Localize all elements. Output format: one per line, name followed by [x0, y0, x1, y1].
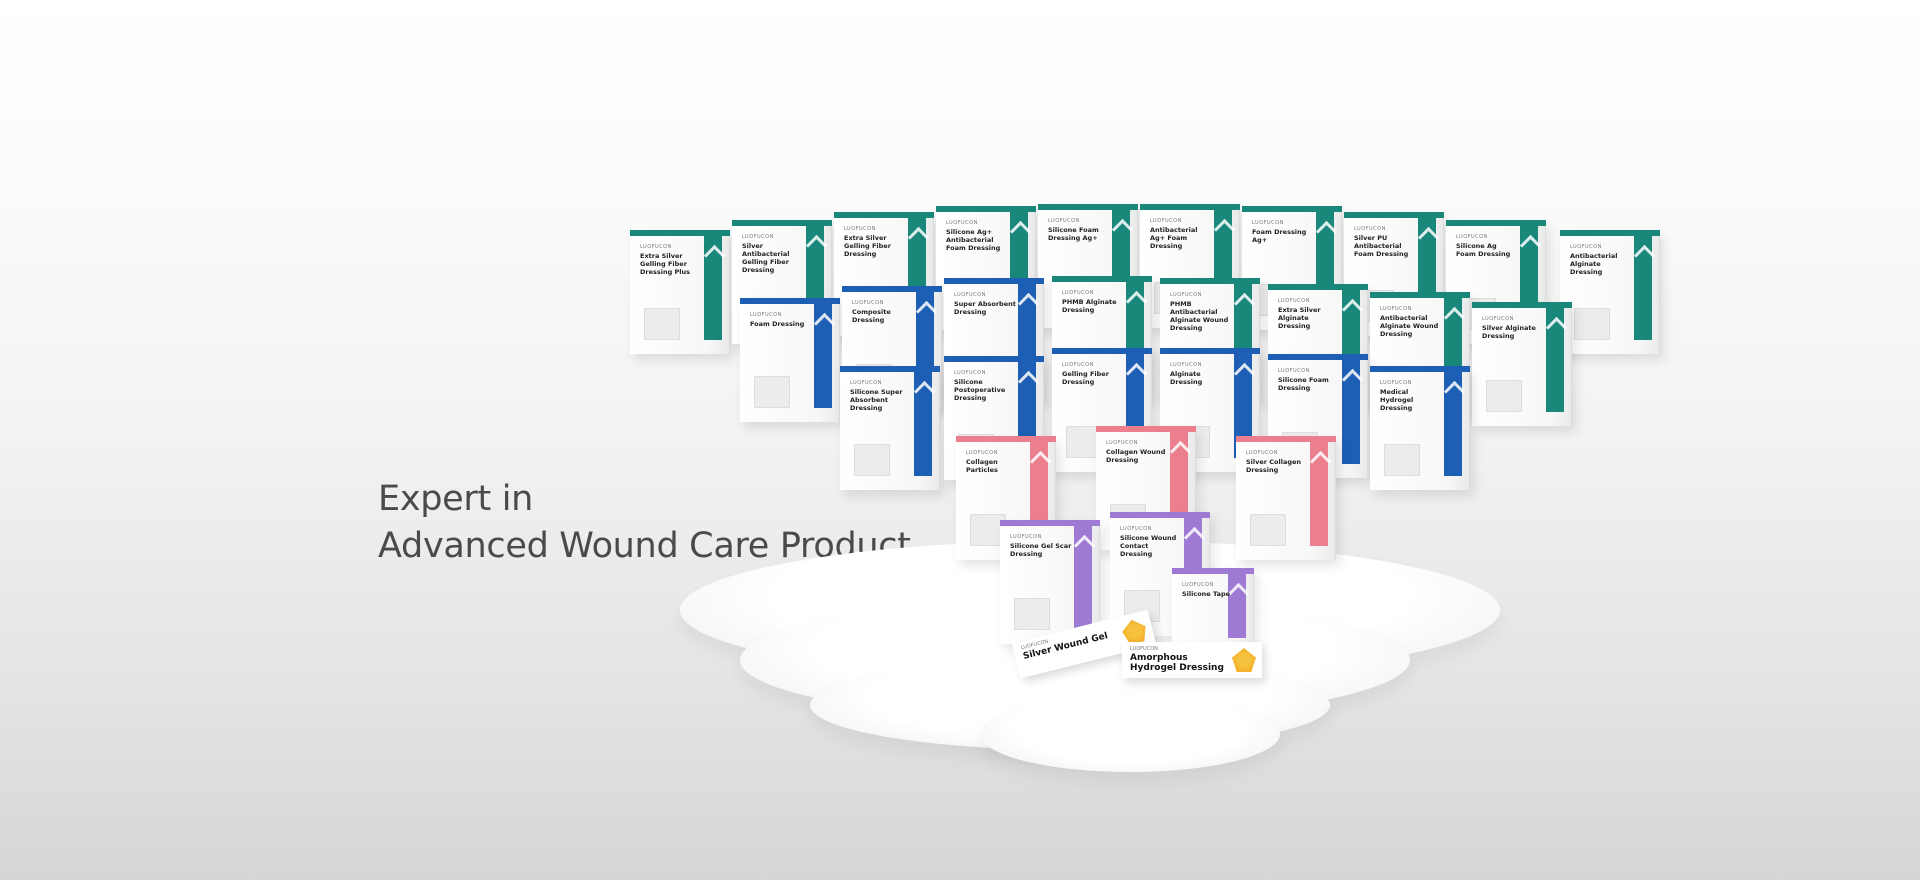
product-name: Silicone Postoperative Dressing [954, 378, 1006, 402]
product-name: PHMB Antibacterial Alginate Wound Dressi… [1170, 300, 1229, 332]
product-name: Silicone Tape [1182, 590, 1231, 598]
product-name: Silicone Foam Dressing Ag+ [1048, 226, 1099, 242]
product-box: LUOFUCON Silver Collagen Dressing [1236, 436, 1336, 560]
product-name: Medical Hydrogel Dressing [1380, 388, 1414, 412]
product-name: Composite Dressing [852, 308, 891, 324]
product-name: Silicone Gel Scar Dressing [1010, 542, 1072, 558]
product-name: Extra Silver Gelling Fiber Dressing [844, 234, 891, 258]
product-name: Antibacterial Alginate Dressing [1570, 252, 1618, 276]
product-box: LUOFUCON Medical Hydrogel Dressing [1370, 366, 1470, 490]
product-box: LUOFUCON Silicone Gel Scar Dressing [1000, 520, 1100, 644]
headline-line-1: Expert in [378, 479, 534, 519]
product-name: Gelling Fiber Dressing [1062, 370, 1109, 386]
product-box: LUOFUCON Extra Silver Gelling Fiber Dres… [630, 230, 730, 354]
product-name: Foam Dressing Ag+ [1252, 228, 1307, 244]
product-name: Silicone Ag Foam Dressing [1456, 242, 1511, 258]
product-name: Silicone Foam Dressing [1278, 376, 1329, 392]
product-name: Extra Silver Alginate Dressing [1278, 306, 1321, 330]
product-showcase-image: LUOFUCON Extra Silver Gelling Fiber Dres… [620, 190, 1700, 772]
product-name: Silver Collagen Dressing [1246, 458, 1302, 474]
product-name: Silicone Ag+ Antibacterial Foam Dressing [946, 228, 1001, 252]
product-tube: LUOFUCON Amorphous Hydrogel Dressing [1122, 642, 1262, 678]
product-name: PHMB Alginate Dressing [1062, 298, 1117, 314]
product-name: Extra Silver Gelling Fiber Dressing Plus [640, 252, 691, 276]
tube-name: Amorphous Hydrogel Dressing [1130, 653, 1224, 673]
product-box: LUOFUCON Antibacterial Alginate Dressing [1560, 230, 1660, 354]
product-name: Silver Alginate Dressing [1482, 324, 1536, 340]
product-name: Alginate Dressing [1170, 370, 1203, 386]
product-name: Silicone Wound Contact Dressing [1120, 534, 1177, 558]
product-name: Foam Dressing [750, 320, 805, 328]
product-name: Super Absorbent Dressing [954, 300, 1016, 316]
product-name: Silver Antibacterial Gelling Fiber Dress… [742, 242, 790, 274]
product-box: LUOFUCON Silver Alginate Dressing [1472, 302, 1572, 426]
product-name: Antibacterial Alginate Wound Dressing [1380, 314, 1439, 338]
product-name: Collagen Wound Dressing [1106, 448, 1166, 464]
platform-tier-1 [980, 696, 1280, 772]
product-box: LUOFUCON Silicone Tape [1172, 568, 1254, 652]
product-box: LUOFUCON Silicone Super Absorbent Dressi… [840, 366, 940, 490]
product-name: Silver PU Antibacterial Foam Dressing [1354, 234, 1409, 258]
product-name: Silicone Super Absorbent Dressing [850, 388, 903, 412]
product-name: Collagen Particles [966, 458, 998, 474]
product-name: Antibacterial Ag+ Foam Dressing [1150, 226, 1198, 250]
product-box: LUOFUCON Foam Dressing [740, 298, 840, 422]
